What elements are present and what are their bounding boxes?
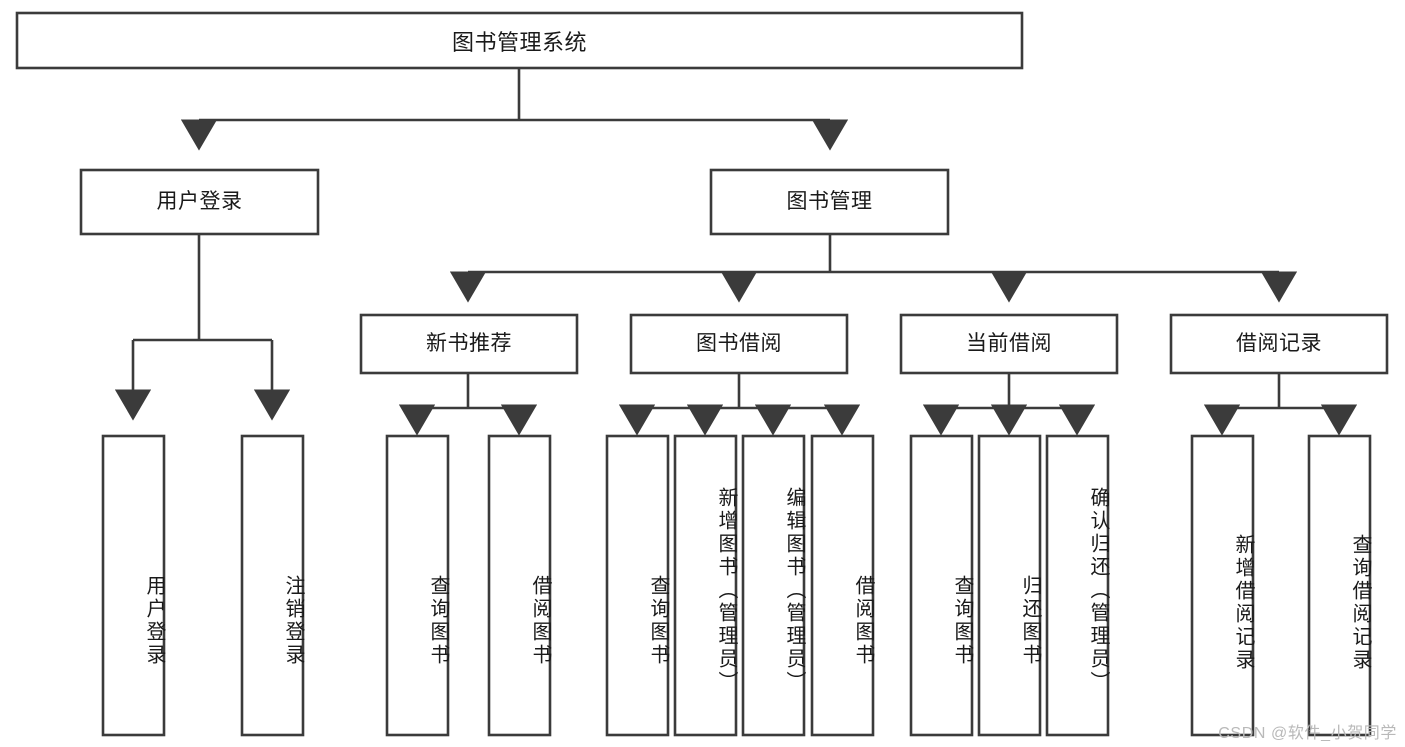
- node-box-leaf-book-borrow-3[interactable]: [741, 434, 806, 737]
- edge-group: [114, 68, 1358, 436]
- node-box-root[interactable]: [15, 11, 1024, 70]
- node-box-new-book-recommend[interactable]: [359, 313, 579, 375]
- node-box-leaf-current-borrow-3[interactable]: [1045, 434, 1110, 737]
- node-box-leaf-current-borrow-1[interactable]: [909, 434, 974, 737]
- node-box-user-login[interactable]: [79, 168, 320, 236]
- node-rect-group: [15, 11, 1389, 737]
- node-box-leaf-book-borrow-2[interactable]: [673, 434, 738, 737]
- node-box-leaf-current-borrow-2[interactable]: [977, 434, 1042, 737]
- node-box-borrow-record[interactable]: [1169, 313, 1389, 375]
- node-box-leaf-borrow-record-2[interactable]: [1307, 434, 1372, 737]
- node-box-leaf-borrow-record-1[interactable]: [1190, 434, 1255, 737]
- node-box-book-management[interactable]: [709, 168, 950, 236]
- node-box-leaf-new-book-1[interactable]: [385, 434, 450, 737]
- node-box-current-borrow[interactable]: [899, 313, 1119, 375]
- node-box-leaf-book-borrow-4[interactable]: [810, 434, 875, 737]
- node-box-leaf-book-borrow-1[interactable]: [605, 434, 670, 737]
- node-box-leaf-user-login-2[interactable]: [240, 434, 305, 737]
- node-box-leaf-user-login-1[interactable]: [101, 434, 166, 737]
- node-box-leaf-new-book-2[interactable]: [487, 434, 552, 737]
- node-box-book-borrow[interactable]: [629, 313, 849, 375]
